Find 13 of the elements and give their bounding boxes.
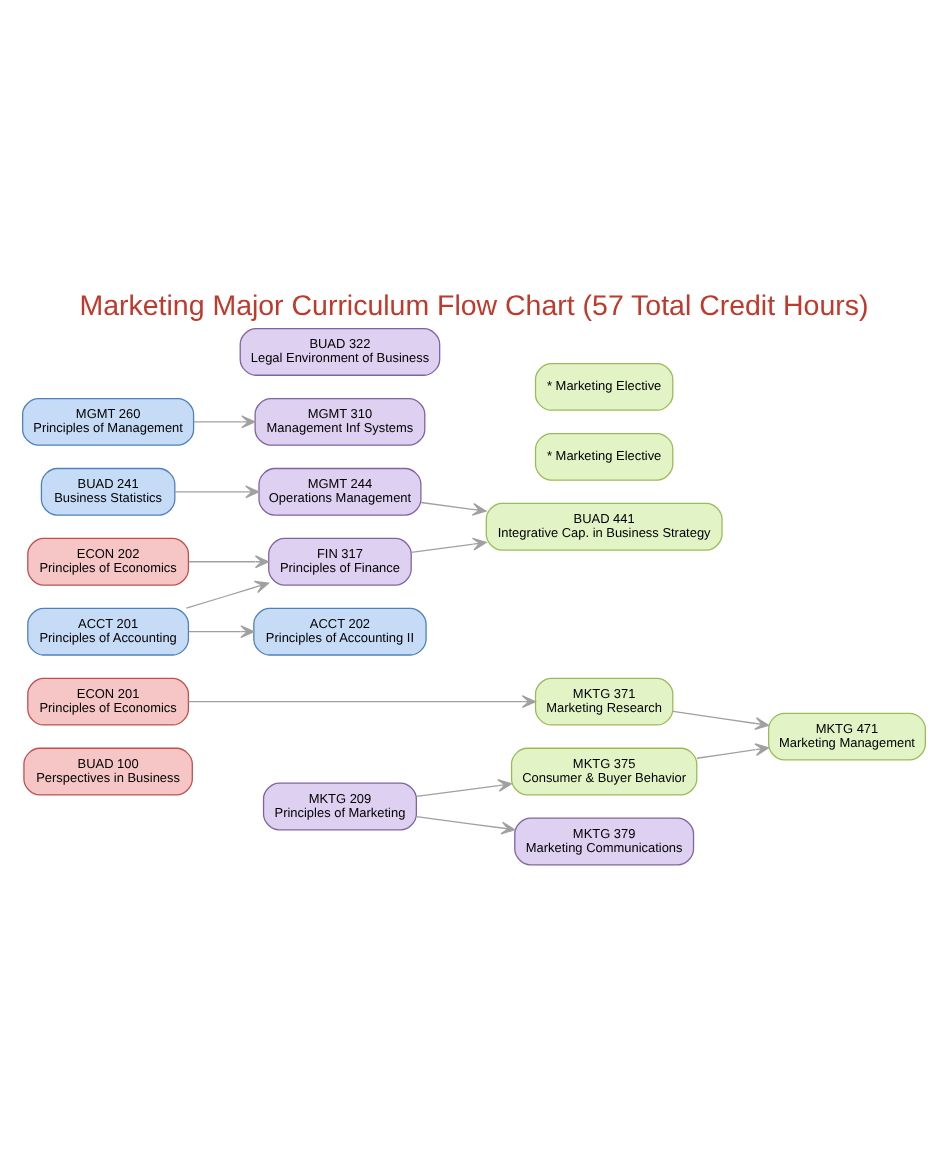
arrow [174, 485, 260, 499]
arrow [415, 815, 516, 835]
arrow [193, 415, 256, 429]
arrow [188, 555, 270, 569]
arrow [185, 580, 270, 609]
arrow [420, 501, 487, 516]
arrow [672, 710, 770, 730]
arrow [188, 625, 255, 639]
diagram-title: Marketing Major Curriculum Flow Chart (57 Total Credit Hours) [79, 291, 869, 324]
arrow [188, 695, 536, 709]
arrow [410, 537, 487, 554]
arrow [696, 743, 770, 759]
arrow [415, 779, 513, 798]
